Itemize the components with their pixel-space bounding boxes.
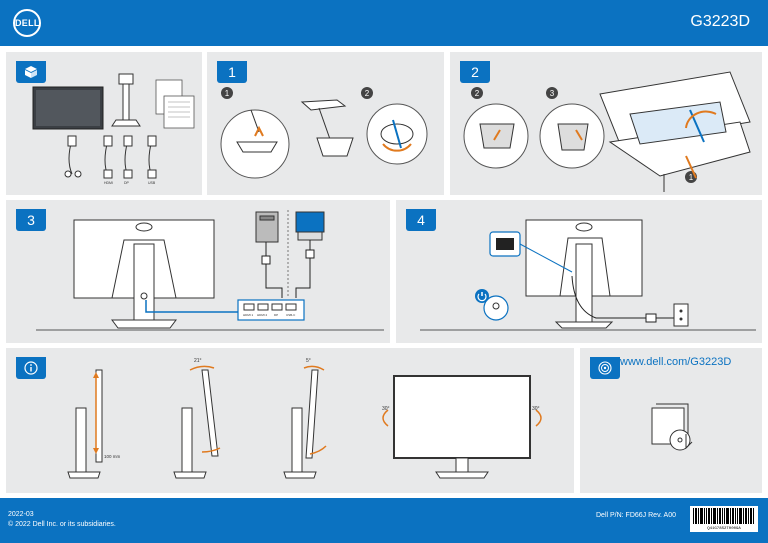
port-label: DP bbox=[274, 313, 278, 317]
power-cable bbox=[571, 275, 674, 323]
step-3-badge: 3 bbox=[16, 209, 46, 231]
adjustment-illustration: 100 mm 21° 5° 30° 30° bbox=[67, 358, 542, 479]
globe-icon bbox=[598, 361, 612, 375]
step-2-badge: 2 bbox=[460, 61, 490, 83]
info-badge bbox=[16, 357, 46, 379]
model-title: G3223D bbox=[690, 13, 750, 30]
stand-illustration bbox=[300, 99, 354, 157]
callout-number: 2 bbox=[475, 89, 480, 98]
barcode-text: Q41G78S2T0009A bbox=[707, 527, 741, 531]
box-contents-badge bbox=[16, 61, 46, 83]
documentation-illustration bbox=[651, 403, 693, 451]
cable-label: DP bbox=[124, 181, 130, 185]
input-cables bbox=[261, 240, 315, 298]
monitor-box-illustration bbox=[599, 71, 751, 192]
box-icon bbox=[25, 66, 37, 78]
footer-bar: 2022-03 © 2022 Dell Inc. or its subsidia… bbox=[0, 498, 768, 543]
part-number: Dell P/N: FD66J Rev. A00 bbox=[596, 512, 677, 519]
computer-tower-illustration bbox=[255, 210, 325, 296]
support-url-link[interactable]: www.dell.com/G3223D bbox=[620, 356, 732, 368]
cable-routing bbox=[145, 300, 242, 313]
panel-step-3: 3 HD bbox=[6, 200, 390, 343]
wall-outlet bbox=[673, 303, 689, 327]
step-1-badge: 1 bbox=[217, 61, 247, 83]
panel-step-2: 2 2 3 4 1 bbox=[450, 52, 762, 195]
panel-support-url bbox=[580, 348, 762, 493]
callout-number: 3 bbox=[550, 89, 555, 98]
height-adjust-side bbox=[67, 369, 103, 479]
header-bar: DELL G3223D bbox=[0, 0, 768, 46]
tilt-back-side bbox=[173, 369, 219, 479]
monitor-back-illustration bbox=[525, 219, 643, 329]
panel-step-1: 1 1 2 bbox=[207, 52, 444, 195]
dell-logo: DELL bbox=[13, 9, 41, 37]
copyright-text: © 2022 Dell Inc. or its subsidiaries. bbox=[8, 521, 116, 528]
footer-info: 2022-03 © 2022 Dell Inc. or its subsidia… bbox=[8, 510, 116, 530]
barcode: Q41G78S2T0009A bbox=[690, 506, 758, 532]
panel-step-4: 4 bbox=[396, 200, 762, 343]
tilt-back-label: 21° bbox=[194, 358, 202, 364]
callout-number: 2 bbox=[365, 89, 370, 98]
info-icon bbox=[24, 361, 38, 375]
tilt-forward-label: 5° bbox=[306, 358, 311, 364]
swivel-left-label: 30° bbox=[382, 406, 390, 412]
step-3-illustration: HDMI 1 HDMI 2 DP USB-C bbox=[36, 210, 384, 331]
print-date: 2022-03 bbox=[8, 511, 34, 518]
detail-zoom-left bbox=[220, 109, 290, 179]
port-label: HDMI 2 bbox=[257, 313, 267, 317]
port-label: USB-C bbox=[286, 313, 296, 317]
port-label: HDMI 1 bbox=[243, 313, 253, 317]
monitor-back-illustration bbox=[73, 219, 215, 329]
step-4-illustration bbox=[420, 219, 756, 331]
panel-box-contents: HDMI DP USB bbox=[6, 52, 202, 195]
panel-adjustments: 100 mm 21° 5° 30° 30° bbox=[6, 348, 574, 493]
documents-image bbox=[155, 79, 195, 129]
cable-label: HDMI bbox=[104, 181, 113, 185]
swivel-right-label: 30° bbox=[532, 406, 540, 412]
cables-image bbox=[64, 135, 157, 179]
tilt-forward-side bbox=[283, 369, 319, 479]
swivel-front bbox=[393, 375, 531, 479]
barcode-bars bbox=[693, 508, 754, 524]
height-label: 100 mm bbox=[104, 454, 121, 459]
stand-image bbox=[111, 73, 141, 127]
web-badge bbox=[590, 357, 620, 379]
step-1-illustration: 1 2 bbox=[220, 87, 428, 179]
box-contents-illustration: HDMI DP USB bbox=[32, 73, 195, 185]
callout-number: 1 bbox=[225, 89, 230, 98]
disc-icon bbox=[669, 429, 691, 451]
callout-number: 1 bbox=[689, 173, 694, 182]
power-button-detail bbox=[483, 295, 509, 321]
step-4-badge: 4 bbox=[406, 209, 436, 231]
step-2-illustration: 2 3 4 1 bbox=[463, 71, 751, 192]
cable-label: USB bbox=[148, 181, 156, 185]
